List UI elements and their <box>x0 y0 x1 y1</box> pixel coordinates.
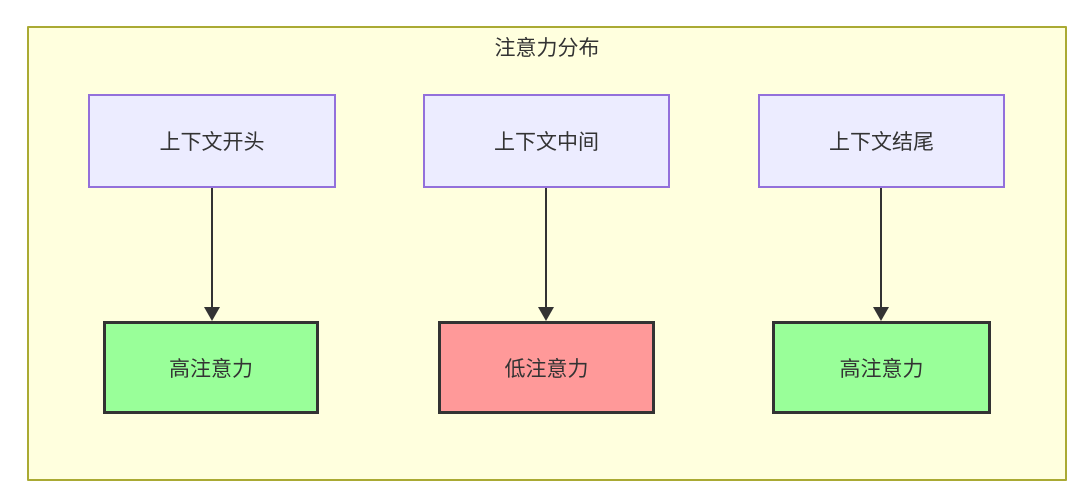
context-node-start-label: 上下文开头 <box>159 131 265 154</box>
arrow-line <box>211 188 213 308</box>
context-node-start: 上下文开头 <box>88 94 336 188</box>
context-node-end: 上下文结尾 <box>758 94 1005 188</box>
attention-node-high-left: 高注意力 <box>103 321 319 414</box>
attention-node-low-center-label: 低注意力 <box>504 357 589 381</box>
diagram-title: 注意力分布 <box>494 37 600 60</box>
attention-node-low-center: 低注意力 <box>438 321 655 414</box>
context-node-end-label: 上下文结尾 <box>829 131 934 154</box>
arrow-head-icon <box>204 307 220 321</box>
arrow-line <box>880 188 882 308</box>
attention-node-high-right-label: 高注意力 <box>839 357 924 381</box>
arrow-head-icon <box>538 307 554 321</box>
attention-node-high-right: 高注意力 <box>772 321 991 414</box>
attention-node-high-left-label: 高注意力 <box>169 357 253 381</box>
context-node-middle-label: 上下文中间 <box>494 131 599 154</box>
context-node-middle: 上下文中间 <box>423 94 670 188</box>
arrow-line <box>545 188 547 308</box>
arrow-head-icon <box>873 307 889 321</box>
